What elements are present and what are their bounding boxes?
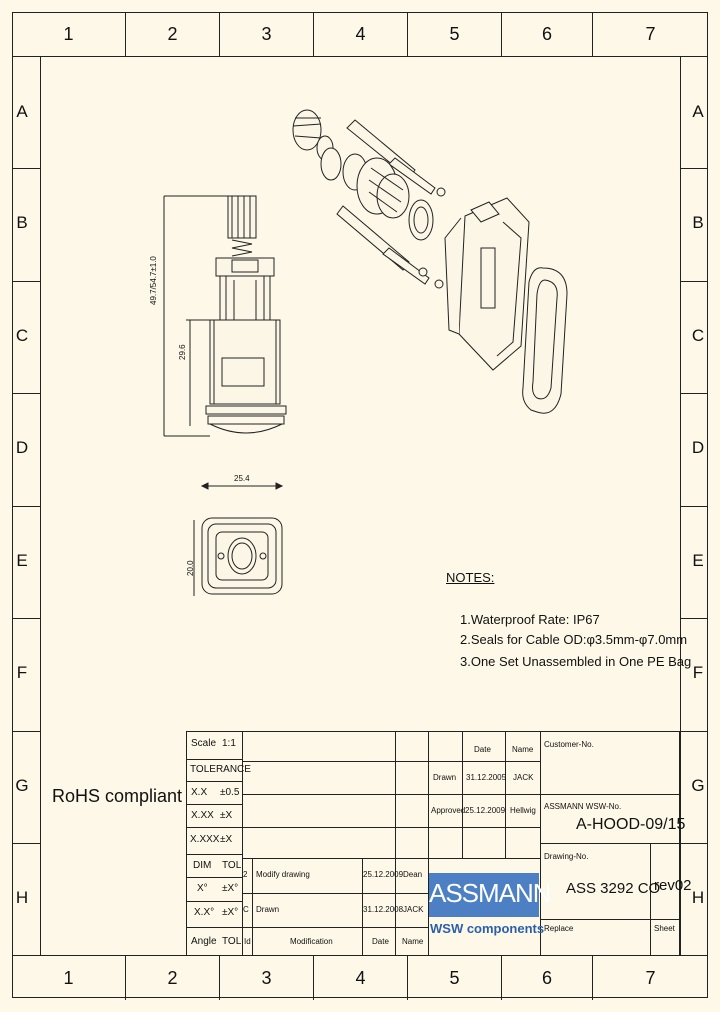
front-view-drawing bbox=[163, 195, 287, 437]
id-header: Id bbox=[244, 937, 251, 946]
logo-text: ASSMANN bbox=[429, 878, 552, 908]
tol-row-key: X.XX bbox=[191, 810, 214, 821]
customer-no-label: Customer-No. bbox=[544, 740, 594, 749]
scale-label: Scale bbox=[191, 738, 217, 749]
rev-name: JACK bbox=[403, 905, 424, 914]
rohs-label: RoHS compliant bbox=[52, 786, 183, 806]
column-zones-bottom: 1 2 3 4 5 6 7 bbox=[12, 956, 708, 1000]
zone-row: E bbox=[16, 551, 28, 570]
drawing-no-label: Drawing-No. bbox=[544, 852, 589, 861]
zone-row: C bbox=[15, 326, 29, 345]
tol-row-val: ±0.5 bbox=[220, 787, 240, 798]
zone-row: E bbox=[692, 551, 704, 570]
rev-mod: Modify drawing bbox=[256, 870, 310, 879]
zone-col: 5 bbox=[408, 956, 502, 1000]
zone-col: 2 bbox=[126, 956, 220, 1000]
zone-row: H bbox=[691, 888, 705, 907]
approved-name: Hellwig bbox=[510, 806, 536, 815]
logo-subtext: WSW components bbox=[430, 921, 545, 936]
zone-col: 2 bbox=[126, 12, 220, 56]
assmann-no: A-HOOD-09/15 bbox=[576, 816, 686, 833]
dimension-width: 25.4 bbox=[234, 474, 250, 483]
zone-col: 6 bbox=[502, 956, 593, 1000]
sheet-label: Sheet bbox=[654, 924, 675, 933]
drawing-no: ASS 3292 CO bbox=[566, 880, 661, 897]
dimension-depth: 20.0 bbox=[186, 560, 195, 576]
zone-col: 3 bbox=[220, 12, 314, 56]
dim-row-key: X° bbox=[197, 883, 208, 894]
zone-row: G bbox=[691, 776, 705, 795]
tol-row-key: X.XXX bbox=[190, 834, 220, 845]
zone-row: G bbox=[15, 776, 29, 795]
name-header: Name bbox=[512, 745, 534, 754]
zone-col: 5 bbox=[408, 12, 502, 56]
revision: rev02 bbox=[654, 877, 692, 894]
dimension-height-body: 29.6 bbox=[178, 344, 187, 360]
tol-label: TOL bbox=[222, 936, 242, 947]
note-item: 1.Waterproof Rate: IP67 bbox=[460, 612, 600, 627]
tolerance-label: TOLERANCE bbox=[190, 764, 251, 775]
approved-date: 25.12.2009 bbox=[465, 806, 506, 815]
assmann-no-label: ASSMANN WSW-No. bbox=[544, 802, 622, 811]
zone-col: 4 bbox=[314, 12, 408, 56]
note-item: 3.One Set Unassembled in One PE Bag bbox=[460, 654, 692, 669]
zone-col: 1 bbox=[12, 956, 126, 1000]
zone-row: F bbox=[16, 663, 28, 682]
zone-row: D bbox=[691, 438, 705, 457]
zone-row: H bbox=[15, 888, 29, 907]
column-zones-top: 1 2 3 4 5 6 7 bbox=[12, 12, 708, 56]
scale-value: 1:1 bbox=[222, 738, 236, 749]
zone-row: A bbox=[16, 102, 28, 121]
modification-header: Modification bbox=[290, 937, 333, 946]
dim-label: DIM bbox=[193, 860, 212, 871]
drawn-date: 31.12.2005 bbox=[466, 773, 507, 782]
notes-title: NOTES: bbox=[446, 570, 495, 585]
zone-col: 7 bbox=[645, 967, 656, 988]
dim-row-val: ±X° bbox=[222, 907, 239, 918]
tol-row-key: X.X bbox=[191, 787, 208, 798]
rev-date: 31.12.2008 bbox=[363, 905, 404, 914]
zone-row: F bbox=[692, 663, 704, 682]
date-header: Date bbox=[474, 745, 491, 754]
drawn-name: JACK bbox=[513, 773, 534, 782]
dimension-height-total: 49.7/54.7±1.0 bbox=[149, 256, 158, 305]
zone-row: B bbox=[692, 213, 704, 232]
zone-row: D bbox=[15, 438, 29, 457]
top-view-drawing bbox=[193, 517, 283, 596]
zone-col: 6 bbox=[502, 12, 593, 56]
zone-col: 1 bbox=[12, 12, 126, 56]
tol-row-val: ±X bbox=[220, 834, 233, 845]
zone-col: 7 bbox=[645, 23, 656, 44]
zone-row: B bbox=[16, 213, 28, 232]
dim-row-key: X.X° bbox=[194, 907, 215, 918]
date-header-rev: Date bbox=[372, 937, 389, 946]
exploded-view-drawing bbox=[292, 109, 568, 414]
rev-id: 2 bbox=[243, 870, 248, 879]
width-dimension bbox=[200, 482, 284, 490]
tol-row-val: ±X bbox=[220, 810, 233, 821]
rev-mod: Drawn bbox=[256, 905, 280, 914]
zone-col: 3 bbox=[220, 956, 314, 1000]
assmann-logo: ASSMANN bbox=[429, 873, 552, 917]
angle-label: Angle bbox=[191, 936, 217, 947]
drawn-label: Drawn bbox=[433, 773, 457, 782]
zone-row: A bbox=[692, 102, 704, 121]
rev-date: 25.12.2009 bbox=[363, 870, 404, 879]
tol-label: TOL bbox=[222, 860, 242, 871]
approved-label: Approved bbox=[431, 806, 466, 815]
replace-label: Replace bbox=[544, 924, 574, 933]
name-header-rev: Name bbox=[402, 937, 424, 946]
rev-id: C bbox=[243, 905, 249, 914]
zone-row: C bbox=[691, 326, 705, 345]
rev-name: Dean bbox=[403, 870, 423, 879]
zone-col: 4 bbox=[314, 956, 408, 1000]
dim-row-val: ±X° bbox=[222, 883, 239, 894]
note-item: 2.Seals for Cable OD:φ3.5mm-φ7.0mm bbox=[460, 632, 688, 647]
